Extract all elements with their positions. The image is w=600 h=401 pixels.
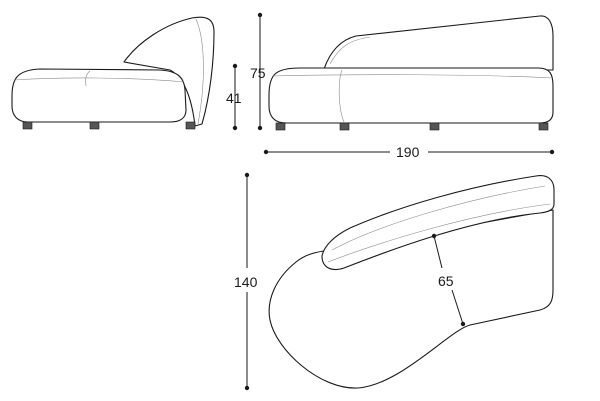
overall-height-label: 75 [250, 65, 266, 81]
front-seat [268, 67, 554, 124]
seat-height-dimension: 41 [226, 63, 242, 131]
side-leg-2 [89, 121, 100, 130]
side-view [11, 16, 215, 130]
top-backrest [321, 175, 555, 271]
front-leg-1 [275, 122, 286, 131]
front-leg-4 [538, 122, 549, 131]
front-leg-3 [429, 122, 440, 131]
top-view [268, 175, 555, 389]
side-seat [11, 68, 187, 123]
seat-height-label: 41 [226, 90, 242, 106]
side-leg-3 [185, 121, 196, 130]
overall-height-dimension: 75 [250, 12, 266, 131]
side-leg-1 [22, 121, 33, 130]
front-view [268, 15, 554, 131]
length-dimension: 190 [263, 144, 555, 160]
seat-depth-dimension: 65 [431, 233, 466, 327]
seat-depth-label: 65 [438, 273, 454, 289]
front-backrest [323, 15, 554, 71]
depth-dimension: 140 [234, 172, 258, 391]
side-backrest [123, 16, 215, 127]
depth-label: 140 [234, 274, 258, 290]
front-leg-2 [339, 122, 350, 131]
length-label: 190 [396, 144, 420, 160]
